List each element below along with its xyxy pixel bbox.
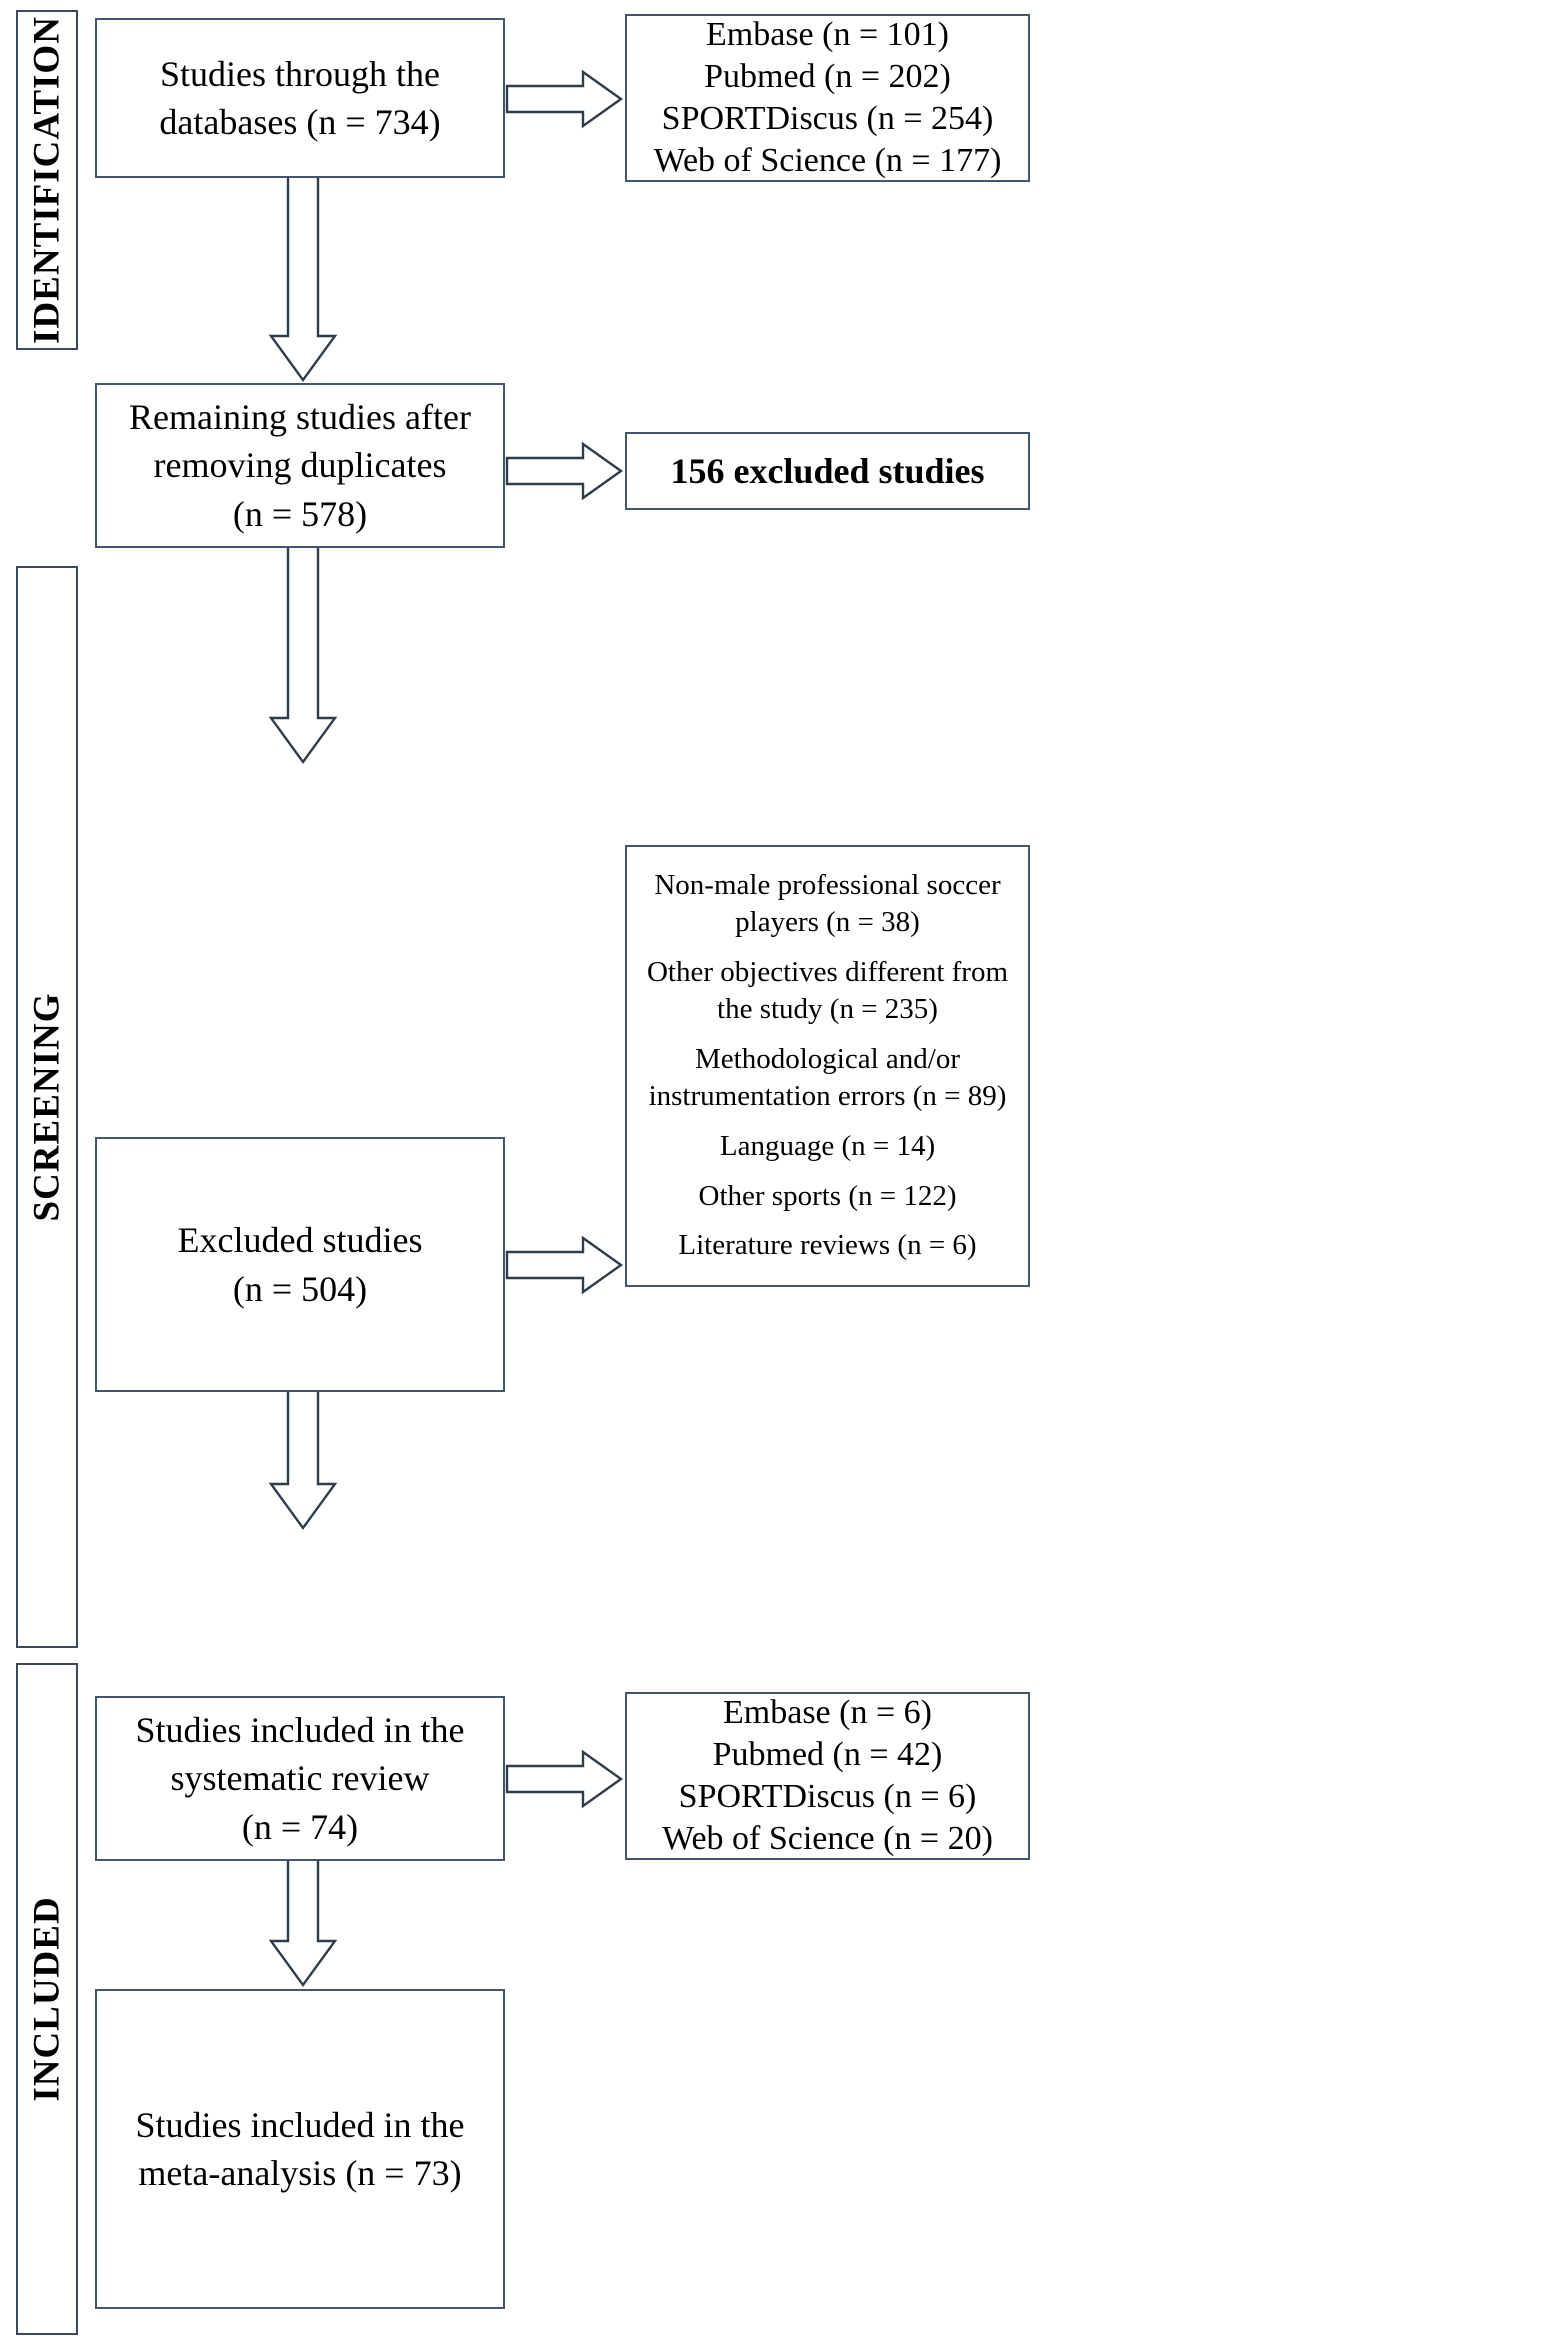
arrow-duplicates-to-excluded xyxy=(505,440,625,502)
box-included-meta[interactable]: Studies included in the meta-analysis (n… xyxy=(95,1989,505,2309)
box-included-systematic[interactable]: Studies included in the systematic revie… xyxy=(95,1696,505,1861)
box-exclusion-reasons[interactable]: Non-male professional soccer players (n … xyxy=(625,845,1030,1287)
stage-label-included: INCLUDED xyxy=(26,1896,68,2102)
box-databases-identified-text: Embase (n = 101) Pubmed (n = 202) SPORTD… xyxy=(653,16,1002,179)
box-excluded-duplicates-text: 156 excluded studies xyxy=(670,450,985,491)
exclusion-reason-item: Other sports (n = 122) xyxy=(698,1179,957,1212)
box-records-identified-text: Studies through the databases (n = 734) xyxy=(159,53,441,142)
arrow-included-to-databases xyxy=(505,1748,625,1810)
box-databases-identified[interactable]: Embase (n = 101) Pubmed (n = 202) SPORTD… xyxy=(625,14,1030,182)
stage-label-screening: SCREENING xyxy=(26,992,68,1222)
exclusion-reason-item: Literature reviews (n = 6) xyxy=(678,1229,977,1262)
arrow-systematic-to-meta xyxy=(265,1861,341,1989)
box-excluded-duplicates[interactable]: 156 excluded studies xyxy=(625,432,1030,510)
box-databases-included[interactable]: Embase (n = 6) Pubmed (n = 42) SPORTDisc… xyxy=(625,1692,1030,1860)
exclusion-reason-item: Non-male professional soccer players (n … xyxy=(654,869,1001,939)
arrow-excluded-to-reasons xyxy=(505,1234,625,1296)
stage-band-included: INCLUDED xyxy=(16,1663,78,2335)
box-after-duplicates-text: Remaining studies after removing duplica… xyxy=(129,397,471,534)
arrow-screening-to-included xyxy=(265,1392,341,1532)
exclusion-reason-item: Language (n = 14) xyxy=(719,1129,936,1162)
box-included-systematic-text: Studies included in the systematic revie… xyxy=(135,1710,465,1847)
box-databases-included-text: Embase (n = 6) Pubmed (n = 42) SPORTDisc… xyxy=(662,1694,993,1857)
exclusion-reason-item: Other objectives different from the stud… xyxy=(646,956,1009,1026)
exclusion-reason-item: Methodological and/or instrumentation er… xyxy=(648,1043,1007,1113)
arrow-identification-to-screening xyxy=(265,178,341,384)
arrow-records-to-databases xyxy=(505,68,625,130)
box-excluded-studies[interactable]: Excluded studies (n = 504) xyxy=(95,1137,505,1392)
exclusion-reason-list: Non-male professional soccer players (n … xyxy=(641,861,1014,1271)
stage-band-screening: SCREENING xyxy=(16,566,78,1648)
box-excluded-studies-text: Excluded studies (n = 504) xyxy=(177,1220,423,1309)
stage-label-identification: IDENTIFICATION xyxy=(26,16,68,344)
box-included-meta-text: Studies included in the meta-analysis (n… xyxy=(135,2104,465,2193)
box-after-duplicates[interactable]: Remaining studies after removing duplica… xyxy=(95,383,505,548)
arrow-duplicates-to-screening-excluded xyxy=(265,548,341,766)
box-records-identified[interactable]: Studies through the databases (n = 734) xyxy=(95,18,505,178)
stage-band-identification: IDENTIFICATION xyxy=(16,10,78,350)
